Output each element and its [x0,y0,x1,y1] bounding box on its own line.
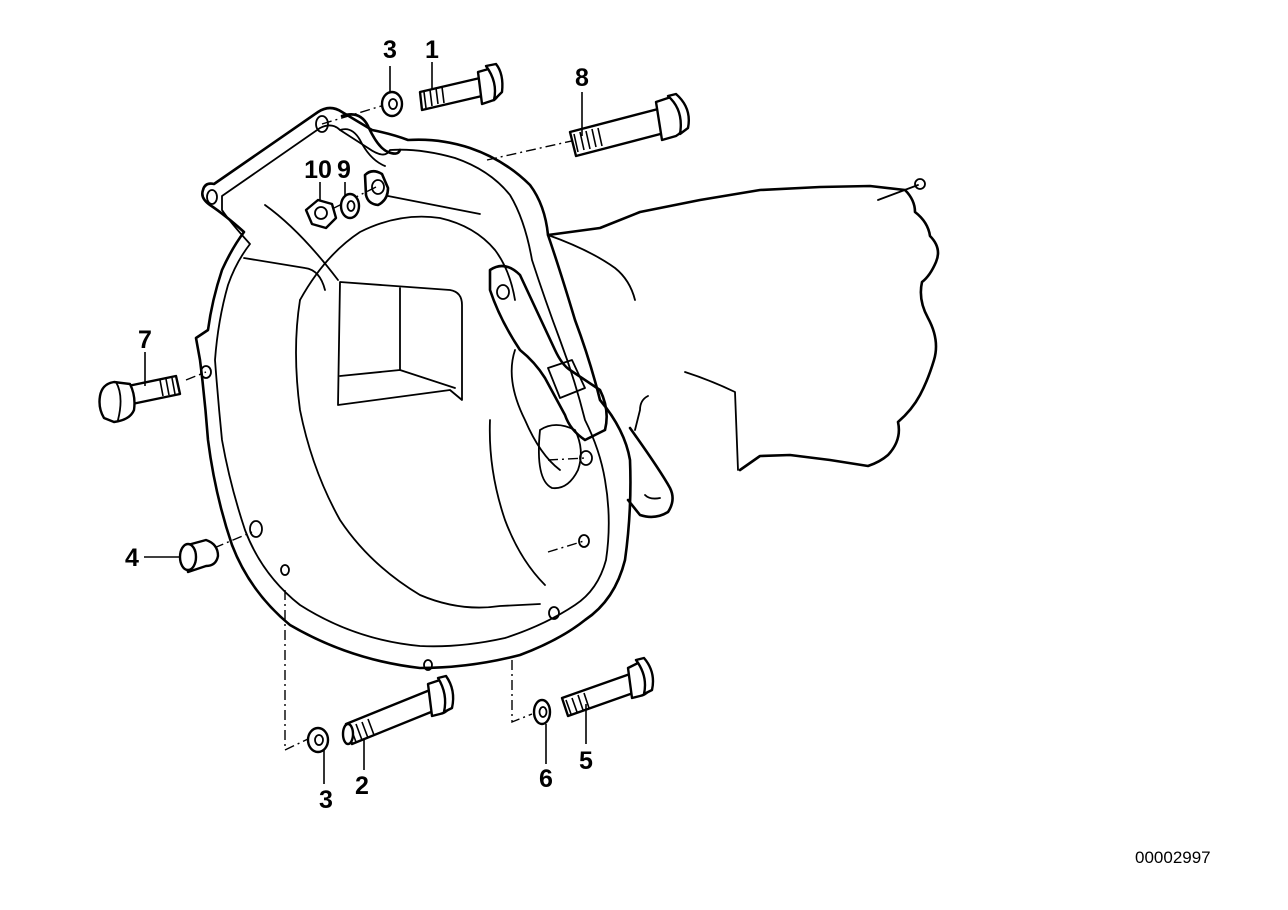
part-10-nut [304,198,338,230]
transmission-body [546,178,940,519]
assembly-lines [185,103,587,752]
part-9-spring-washer [339,192,361,220]
callout-6: 6 [539,765,553,793]
reference-number: 00002997 [1135,848,1211,867]
callout-10: 10 [304,156,332,184]
transmission-pin-icon [914,178,926,190]
part-5-flange-bolt [560,656,655,718]
callout-4: 4 [125,544,139,572]
callout-3-bottom: 3 [319,786,333,814]
leader-lines [144,62,587,784]
callout-1: 1 [425,36,439,64]
callout-9: 9 [337,156,351,184]
callout-5: 5 [579,747,593,775]
callout-7: 7 [138,326,152,354]
part-2-flange-bolt [341,674,455,746]
part-1-flange-bolt [418,62,504,112]
callout-2: 2 [355,772,369,800]
callout-8: 8 [575,64,589,92]
callout-3-top: 3 [383,36,397,64]
callouts: 1 3 8 10 9 7 4 3 2 6 5 [125,36,593,814]
part-7-hex-bolt [98,374,182,424]
mounting-holes [200,115,593,671]
part-6-washer [532,698,552,726]
bell-housing [194,106,632,671]
part-4-dowel-sleeve [178,538,220,574]
part-8-long-bolt [568,92,690,158]
part-3-washer-top [380,90,404,118]
part-3-washer-bottom [306,726,330,754]
